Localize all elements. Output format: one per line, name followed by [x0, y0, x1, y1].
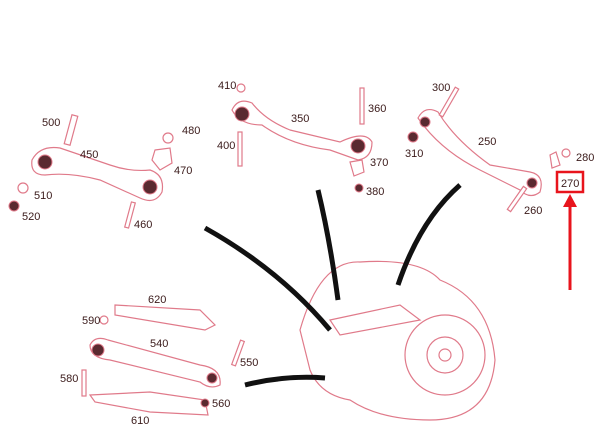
plate-470[interactable] — [151, 147, 173, 171]
label-410[interactable]: 410 — [218, 80, 236, 92]
bolt-550[interactable] — [230, 339, 246, 367]
label-300[interactable]: 300 — [432, 82, 450, 94]
nut-520[interactable] — [8, 200, 20, 212]
label-510[interactable]: 510 — [34, 190, 52, 202]
highlight-box — [555, 170, 585, 194]
label-550[interactable]: 550 — [240, 357, 258, 369]
control-arm-250[interactable] — [417, 108, 542, 197]
label-260[interactable]: 260 — [524, 205, 542, 217]
bolt-400[interactable] — [237, 131, 243, 167]
bolt-500[interactable] — [63, 113, 79, 147]
control-arm-350[interactable] — [231, 100, 373, 161]
label-520[interactable]: 520 — [22, 211, 40, 223]
label-590[interactable]: 590 — [82, 315, 100, 327]
washer-510[interactable] — [17, 182, 29, 194]
highlight-arrowhead-icon — [563, 194, 577, 207]
washer-480[interactable] — [162, 132, 174, 144]
control-arm-450[interactable] — [31, 146, 164, 202]
nut-560[interactable] — [200, 398, 210, 408]
nut-380[interactable] — [354, 183, 364, 193]
bolt-460[interactable] — [123, 201, 137, 229]
label-450[interactable]: 450 — [80, 149, 98, 161]
bolt-260[interactable] — [506, 185, 528, 213]
label-500[interactable]: 500 — [42, 117, 60, 129]
cover-610[interactable] — [88, 391, 209, 416]
bushing-icon — [206, 372, 218, 384]
washer-590[interactable] — [99, 315, 109, 325]
label-310[interactable]: 310 — [405, 148, 423, 160]
bushing-icon — [37, 154, 53, 170]
plate-370[interactable] — [349, 159, 365, 177]
bushing-icon — [142, 179, 158, 195]
bushing-icon — [91, 343, 105, 357]
bolt-580[interactable] — [81, 369, 87, 397]
pointer-arrow — [203, 225, 332, 332]
label-400[interactable]: 400 — [217, 140, 235, 152]
pointer-arrow — [315, 189, 341, 301]
label-270[interactable]: 270 — [561, 178, 579, 190]
label-280[interactable]: 280 — [576, 152, 594, 164]
pointer-arrow — [244, 374, 326, 388]
control-arm-540[interactable] — [89, 337, 221, 388]
label-360[interactable]: 360 — [368, 103, 386, 115]
washer-280[interactable] — [561, 148, 571, 158]
pointer-arrow — [395, 183, 462, 286]
washer-410[interactable] — [236, 83, 246, 93]
label-480[interactable]: 480 — [182, 125, 200, 137]
bolt-300[interactable] — [438, 86, 460, 118]
label-380[interactable]: 380 — [366, 186, 384, 198]
cover-620[interactable] — [114, 304, 217, 331]
wheel-hub-assembly — [299, 260, 496, 421]
bolt-360[interactable] — [359, 87, 365, 125]
label-370[interactable]: 370 — [370, 157, 388, 169]
label-470[interactable]: 470 — [174, 165, 192, 177]
label-250[interactable]: 250 — [478, 136, 496, 148]
label-560[interactable]: 560 — [212, 398, 230, 410]
label-350[interactable]: 350 — [291, 113, 309, 125]
bushing-icon — [526, 177, 538, 189]
nut-310[interactable] — [407, 131, 419, 143]
bushing-icon — [350, 138, 366, 154]
bushing-icon — [419, 116, 431, 128]
label-620[interactable]: 620 — [148, 294, 166, 306]
bushing-icon — [234, 106, 250, 122]
label-610[interactable]: 610 — [131, 415, 149, 427]
label-460[interactable]: 460 — [134, 219, 152, 231]
bracket-270[interactable] — [549, 151, 561, 169]
label-580[interactable]: 580 — [60, 373, 78, 385]
label-540[interactable]: 540 — [150, 338, 168, 350]
